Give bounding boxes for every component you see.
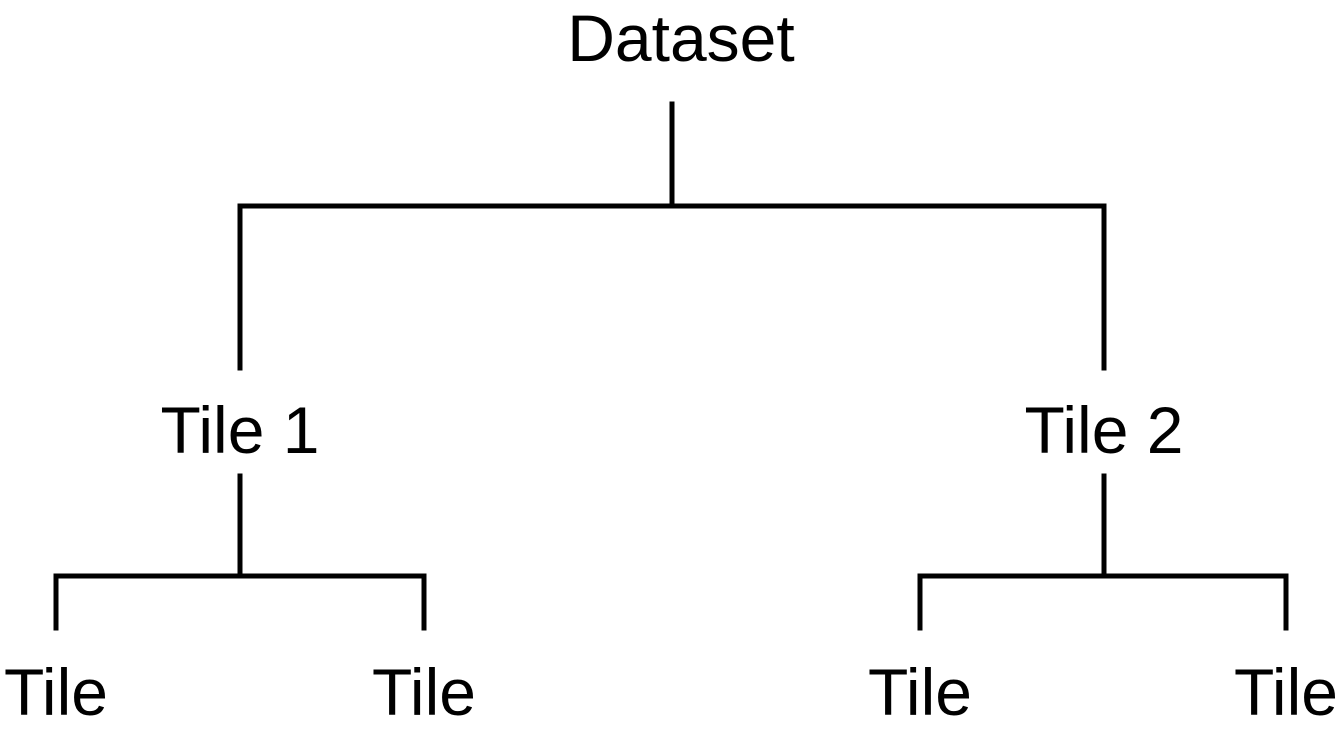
tile-2-node-label: Tile 2: [1025, 393, 1184, 467]
tile-1-node-label: Tile 1: [161, 393, 320, 467]
tile-1-bracket-line: [53, 573, 427, 631]
tile-2-child-2-label: Tile: [1234, 655, 1338, 729]
tile-2-bracket-line: [917, 573, 1289, 631]
root-connector: [237, 101, 1107, 371]
root-node-label: Dataset: [567, 1, 794, 75]
tile-2-child-1-label: Tile: [868, 655, 972, 729]
root-bracket-line: [237, 203, 1107, 371]
tile-2-connector: [917, 473, 1289, 631]
tile-1-child-2-label: Tile: [372, 655, 476, 729]
tile-1-connector: [53, 473, 427, 631]
tile-1-child-1-label: Tile: [4, 655, 108, 729]
